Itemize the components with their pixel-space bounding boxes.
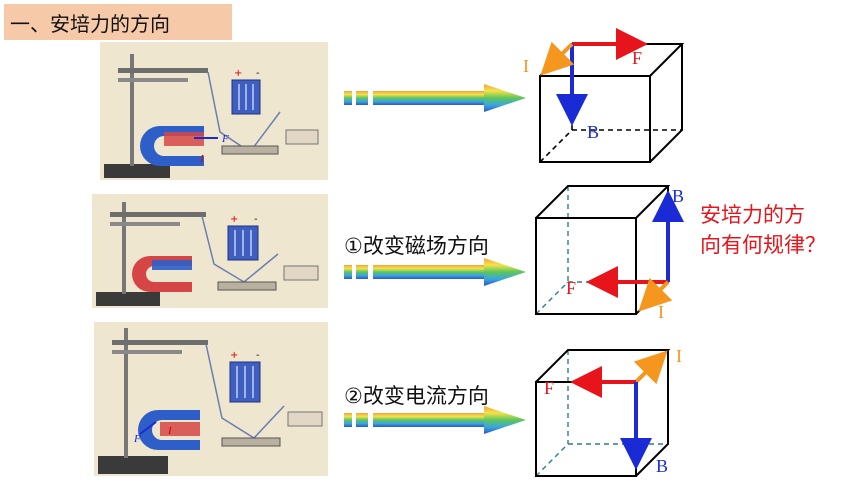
caption-change-field: ①改变磁场方向 <box>344 234 489 258</box>
photo-minus-label: - <box>254 214 258 225</box>
field-label-3: B <box>656 456 668 476</box>
field-label-2: B <box>672 186 684 206</box>
force-label-2: F <box>566 278 576 298</box>
question-line-1: 安培力的方 <box>700 203 805 227</box>
cube-3: I F B <box>535 346 682 477</box>
current-label-3: I <box>676 346 682 366</box>
current-label-2: I <box>658 302 664 322</box>
force-label-3: F <box>544 378 554 398</box>
current-vector-1 <box>540 41 575 76</box>
transition-arrow-2 <box>344 258 526 286</box>
experiment-photo-2: + - <box>92 194 328 308</box>
photo-plus-label: + <box>230 350 238 361</box>
experiment-photo-1: + - F I <box>100 42 328 180</box>
photo-minus-label: - <box>256 68 260 79</box>
photo-force-label: F <box>221 133 229 145</box>
current-label-1: I <box>523 56 529 76</box>
cube-1: F I B <box>523 28 685 163</box>
question-line-2: 向有何规律？ <box>700 233 826 257</box>
current-vector-2 <box>638 277 673 312</box>
experiment-photo-3: + - F I <box>94 322 328 476</box>
cube-2: B F I <box>535 185 684 322</box>
photo-minus-label: - <box>256 350 260 361</box>
field-label-1: B <box>587 122 599 142</box>
current-vector-3 <box>633 350 668 385</box>
transition-arrow-1 <box>344 84 526 112</box>
force-label-1: F <box>632 48 642 68</box>
question-text: 安培力的方 向有何规律？ <box>700 200 826 260</box>
photo-current-label: I <box>199 153 205 165</box>
transition-arrow-3 <box>344 406 526 434</box>
page-title: 一、安培力的方向 <box>10 12 170 36</box>
photo-force-label: F <box>133 433 141 445</box>
heading-banner <box>4 4 232 40</box>
photo-current-label: I <box>167 425 173 437</box>
caption-change-current: ②改变电流方向 <box>344 384 489 408</box>
photo-plus-label: + <box>234 68 242 79</box>
photo-plus-label: + <box>230 214 238 225</box>
